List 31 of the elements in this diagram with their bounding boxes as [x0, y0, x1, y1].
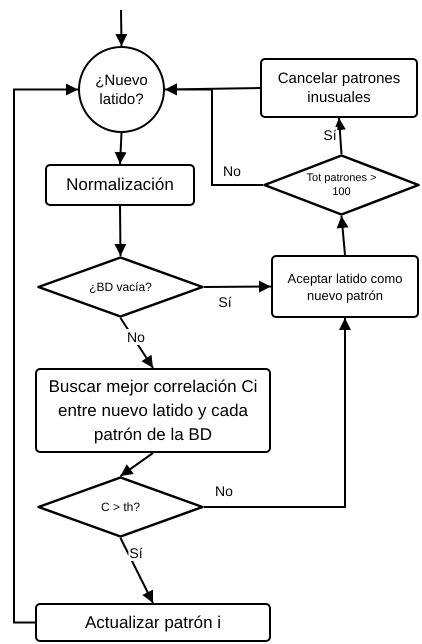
edge-label: Sí [322, 127, 338, 143]
arrow [204, 280, 271, 293]
arrow [114, 206, 126, 256]
arrow [120, 538, 154, 604]
node-label: Normalización [66, 174, 174, 196]
node-label: Buscar mejor correlación Ci entre nuevo latido y cada patrón de la BD [48, 376, 258, 446]
process-box [45, 164, 195, 206]
arrow [204, 318, 351, 508]
node-label: C > th? [100, 499, 140, 516]
process-box [260, 58, 418, 118]
process-box [35, 603, 271, 642]
arrow [13, 84, 78, 624]
arrow [114, 132, 127, 164]
arrow [120, 452, 154, 477]
node-label: Actualizar patrón i [84, 612, 222, 634]
edge-label: Sí [128, 545, 144, 561]
node-label: Aceptar latido como nuevo patrón [286, 270, 404, 304]
node-label: ¿BD vacía? [89, 279, 152, 296]
node-label: Tot patrones > 100 [305, 171, 378, 199]
edge-label: No [214, 483, 234, 499]
node-label: ¿Nuevo latido? [94, 70, 149, 108]
process-box [271, 255, 419, 318]
process-box [35, 368, 271, 453]
edge-label: Sí [217, 294, 233, 310]
edge-label: No [222, 163, 242, 179]
arrow [164, 83, 260, 96]
arrow [336, 216, 349, 256]
arrow [334, 118, 346, 154]
node-label: Cancelar patrones inusuales [276, 69, 402, 107]
edge-label: No [126, 329, 146, 345]
arrow [115, 10, 128, 46]
